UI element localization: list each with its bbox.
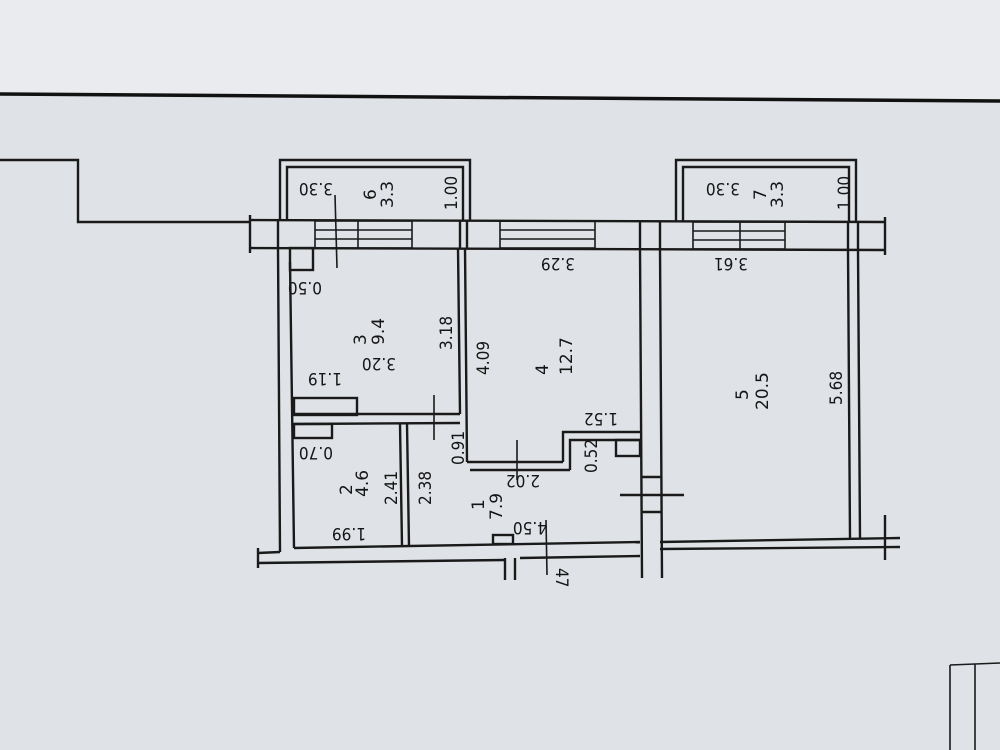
dim-room3-closet: 1.19 [308, 368, 342, 388]
dim-room5-depth: 5.68 [827, 371, 847, 405]
dim-room2-niche: 0.70 [299, 442, 333, 462]
room-3-number: 3 [351, 334, 371, 345]
dim-room2-width: 1.99 [332, 523, 366, 543]
room-2-number: 2 [337, 484, 357, 495]
room-7-number: 7 [751, 189, 771, 200]
dim-room3-depth: 3.18 [437, 316, 457, 350]
window-room5 [692, 221, 786, 250]
room-4-area: 12.7 [557, 337, 577, 375]
room-1-number: 1 [469, 499, 489, 510]
title-block [949, 662, 1000, 750]
dim-balcony6-length: 3.30 [299, 178, 333, 198]
dim-room3-niche: 0.50 [288, 277, 322, 297]
room-5-area: 20.5 [753, 372, 773, 410]
dim-room4-step: 1.52 [584, 408, 618, 428]
adjacent-wall [0, 158, 250, 224]
room-3-area: 9.4 [369, 318, 389, 345]
dim-room4-step-depth: 0.52 [582, 439, 602, 473]
dim-room3-width: 3.20 [362, 353, 396, 373]
balcony-6 [278, 158, 472, 220]
dim-entry: 47 [551, 568, 571, 587]
room-5-number: 5 [733, 389, 753, 400]
dim-balcony7-length: 3.30 [706, 178, 740, 198]
dim-room2-depth-a: 2.41 [382, 471, 402, 505]
balcony-7 [674, 158, 858, 221]
sheet-border-line [0, 92, 1000, 103]
dim-room4-width: 3.29 [541, 253, 575, 273]
dim-room5-width: 3.61 [714, 253, 748, 273]
dim-corridor-gap: 0.91 [449, 431, 469, 465]
dim-room4-bottom: 2.02 [506, 470, 540, 490]
dim-balcony6-depth: 1.00 [442, 176, 462, 210]
dim-room4-depth: 4.09 [474, 341, 494, 375]
paper-margin [0, 0, 1000, 100]
room-6-number: 6 [361, 189, 381, 200]
dim-balcony7-depth: 1.00 [835, 176, 855, 210]
dim-room1-length: 4.50 [513, 517, 547, 537]
room-7-area: 3.3 [768, 181, 788, 208]
room-2-area: 4.6 [353, 470, 373, 497]
dimension-lines [334, 194, 548, 576]
room-6-area: 3.3 [378, 181, 398, 208]
outer-wall-bottom [256, 536, 901, 580]
room-4-number: 4 [533, 364, 553, 375]
room-1-area: 7.9 [487, 493, 507, 520]
window-room4 [499, 220, 596, 249]
dim-room2-depth-b: 2.38 [416, 471, 436, 505]
outer-wall-left [276, 246, 315, 553]
partitions [292, 247, 684, 579]
outer-wall-right [846, 249, 887, 560]
window-room3 [314, 220, 413, 249]
